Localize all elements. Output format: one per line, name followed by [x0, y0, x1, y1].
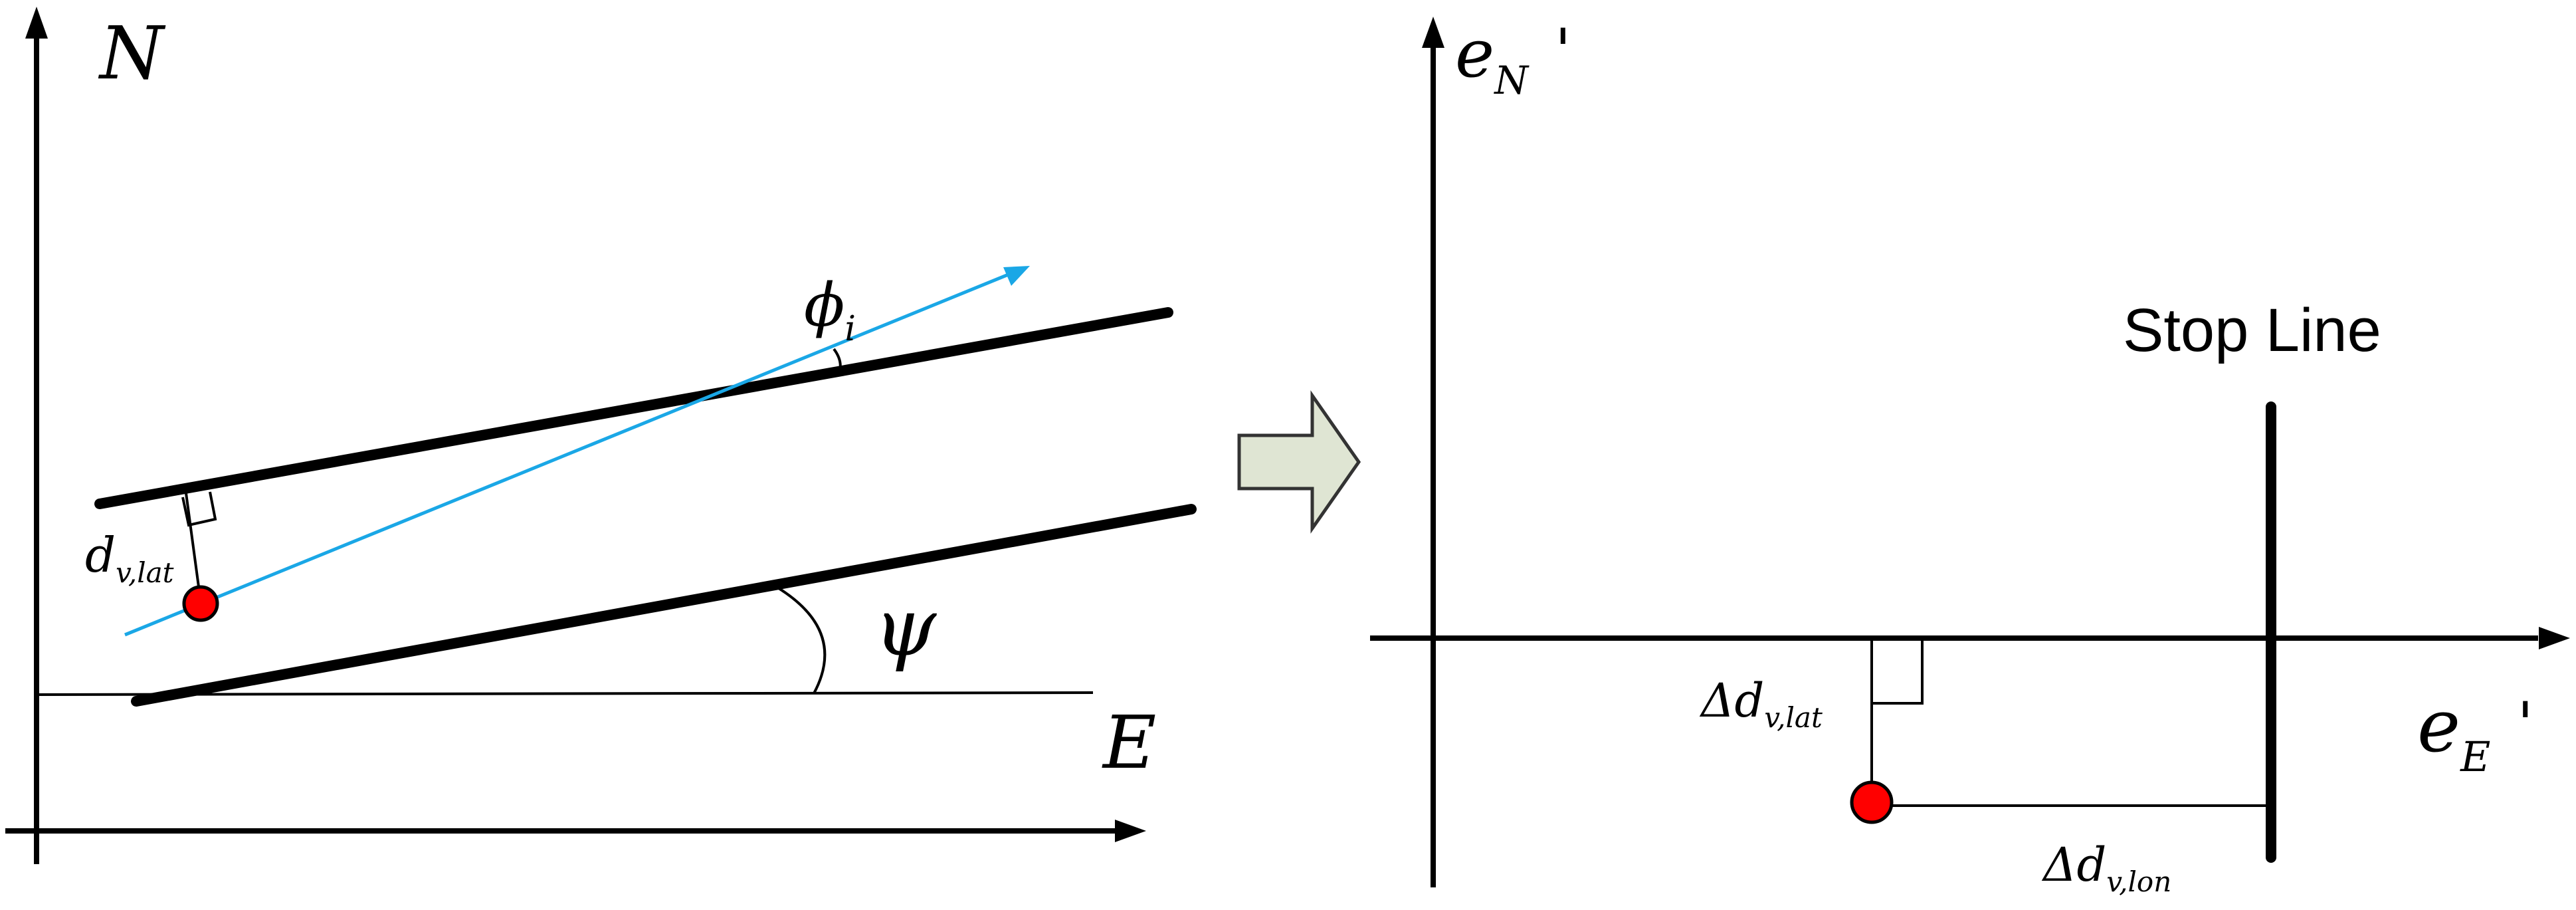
phi-symbol: ϕ: [804, 271, 844, 340]
psi-angle-arc: [777, 587, 827, 694]
lateral-distance-subscript: v,lat: [116, 556, 174, 589]
en-axis-label: eN ': [1455, 15, 1571, 103]
right-angle-marker-right: [1872, 640, 1924, 705]
en-axis-prime: ': [1555, 16, 1571, 86]
ee-axis-subscript: E: [2460, 733, 2490, 781]
delta-lat-subscript: v,lat: [1764, 701, 1823, 734]
lateral-distance-label: dv,lat: [85, 527, 174, 589]
delta-lon-label: Δdv,lon: [2041, 838, 2171, 898]
psi-angle-label: ψ: [874, 582, 938, 674]
right-angle-marker-left: [181, 491, 217, 527]
lane-boundary-lower: [131, 504, 1197, 707]
ee-axis-label: eE ': [2417, 683, 2533, 781]
right-panel: eN' eE' Stop Line Δdv,lat Δdv,lon: [1370, 15, 2570, 898]
vehicle-marker-left: [182, 585, 219, 622]
phi-subscript: i: [844, 309, 856, 349]
n-axis-arrowhead: [25, 7, 48, 39]
phi-angle-label: ϕi: [804, 271, 856, 349]
e-axis-label: E: [1102, 700, 1156, 785]
lateral-distance-symbol: d: [85, 527, 116, 583]
en-axis-arrowhead: [1422, 17, 1444, 48]
n-axis-label: N: [98, 11, 166, 96]
en-axis-symbol: e: [1455, 15, 1494, 92]
stop-line-label: Stop Line: [2123, 296, 2381, 364]
e-axis-arrowhead: [1115, 820, 1146, 842]
ee-axis-symbol: e: [2417, 683, 2460, 768]
transform-arrow: [1237, 390, 1361, 534]
direction-vector-arrowhead: [1003, 266, 1030, 286]
lane-boundary-upper: [94, 307, 1173, 509]
ee-axis-prime: ': [2517, 689, 2533, 759]
phi-angle-arc: [833, 348, 842, 375]
left-panel: N E ψ ϕi dv,lat: [5, 7, 1197, 864]
lateral-distance-line: [185, 493, 202, 602]
delta-lat-label: Δdv,lat: [1699, 673, 1823, 734]
delta-lat-symbol: Δd: [1699, 673, 1764, 728]
delta-lon-symbol: Δd: [2041, 838, 2106, 892]
ee-axis-arrowhead: [2539, 627, 2570, 649]
east-reference-line: [36, 691, 1094, 696]
en-axis-subscript: N: [1493, 58, 1530, 103]
direction-vector-line: [124, 271, 1014, 637]
delta-lon-subscript: v,lon: [2106, 865, 2171, 898]
vehicle-marker-right: [1850, 780, 1894, 824]
